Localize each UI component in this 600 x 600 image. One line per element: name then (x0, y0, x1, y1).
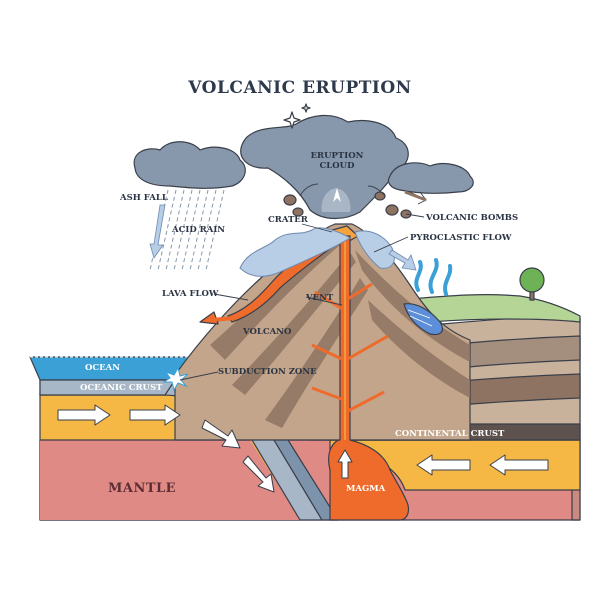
label-ocean: OCEAN (85, 363, 120, 373)
mantle-flow-arrows (57, 404, 549, 493)
sparkle-icon (283, 103, 311, 129)
label-crater: CRATER (268, 215, 309, 225)
pyroclastic-flow-cloud (239, 227, 395, 277)
volcanic-bombs (283, 183, 427, 219)
label-ash-fall: ASH FALL (119, 193, 168, 203)
label-volcanic-bombs: VOLCANIC BOMBS (425, 213, 518, 223)
pyroclastic-arrow (388, 249, 417, 271)
subduction-spark-icon (162, 366, 189, 392)
tree-icon (519, 267, 545, 301)
label-eruption-cloud-line2: CLOUD (320, 161, 356, 171)
label-pyroclastic-flow: PYROCLASTIC FLOW (410, 233, 512, 243)
ocean (29, 356, 191, 396)
label-oceanic-crust: OCEANIC CRUST (80, 383, 163, 393)
label-eruption-cloud-line1: ERUPTION (311, 151, 364, 161)
label-subduction-zone: SUBDUCTION ZONE (218, 367, 317, 377)
eruption-cloud (133, 114, 474, 220)
label-volcano: VOLCANO (242, 327, 292, 337)
label-magma: MAGMA (346, 484, 386, 494)
label-vent: VENT (305, 293, 334, 303)
magma-system (311, 235, 410, 521)
label-acid-rain: ACID RAIN (171, 225, 225, 235)
label-mantle: MANTLE (108, 481, 176, 496)
ash-fall-arrow (149, 204, 166, 259)
leader-lines (179, 213, 425, 381)
page-title: VOLCANIC ERUPTION (187, 78, 411, 98)
label-lava-flow: LAVA FLOW (162, 289, 219, 299)
label-continental-crust: CONTINENTAL CRUST (395, 429, 505, 439)
steam-vents (403, 258, 453, 336)
